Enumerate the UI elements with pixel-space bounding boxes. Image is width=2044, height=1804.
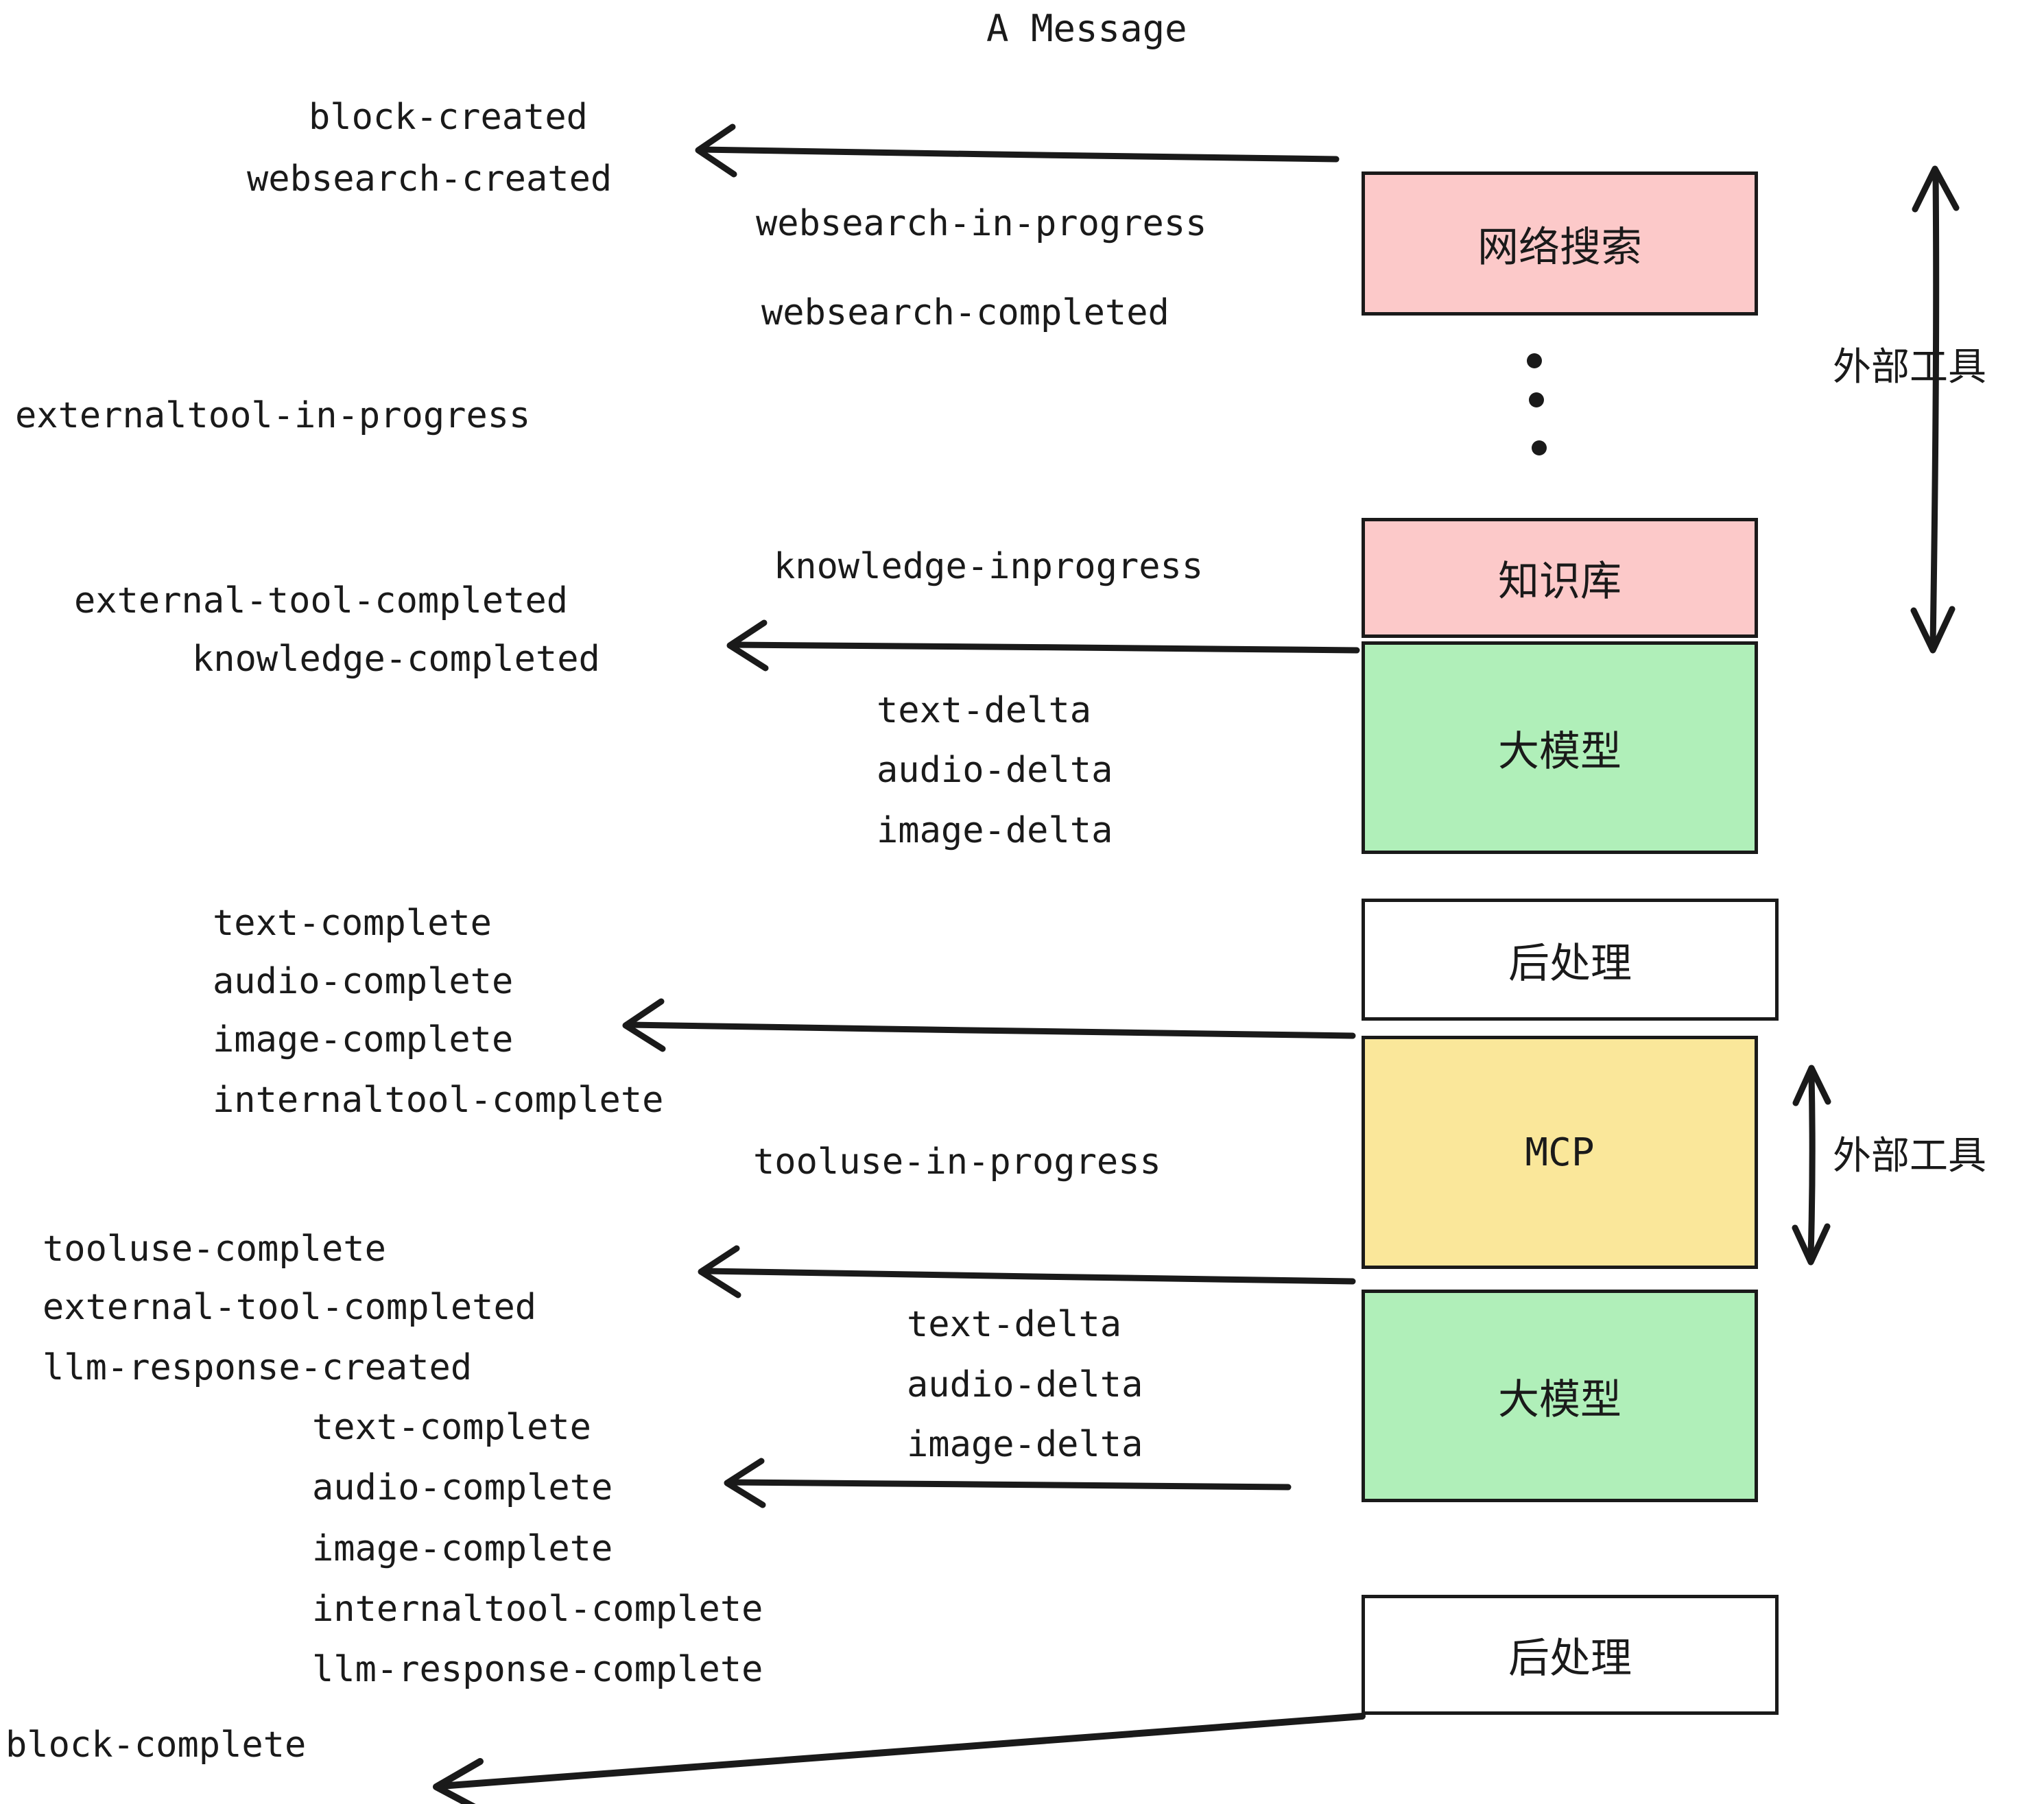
box-knowledge-label: 知识库: [1498, 558, 1621, 606]
box-postprocess-1[interactable]: 后处理: [1362, 899, 1779, 1021]
event-text-delta-1: text-delta: [877, 690, 1092, 731]
box-postprocess-2-label: 后处理: [1508, 1635, 1632, 1683]
box-llm-2[interactable]: 大模型: [1362, 1290, 1758, 1502]
arrow-external-tools-top: [1910, 165, 1960, 654]
event-internaltool-complete-2: internaltool-complete: [312, 1589, 763, 1630]
event-audio-delta-1: audio-delta: [877, 750, 1113, 791]
event-knowledge-completed: knowledge-completed: [192, 639, 600, 680]
event-external-tool-completed-2: external-tool-completed: [43, 1287, 537, 1328]
box-websearch-label: 网络搜索: [1477, 223, 1642, 272]
box-knowledge[interactable]: 知识库: [1362, 518, 1758, 638]
event-text-complete-2: text-complete: [312, 1407, 591, 1448]
ellipsis-dot: [1527, 353, 1542, 368]
event-tooluse-complete: tooluse-complete: [43, 1229, 386, 1270]
box-llm-2-label: 大模型: [1498, 1375, 1621, 1424]
arrow-postprocess-to-image-complete: [622, 998, 1356, 1052]
event-knowledge-inprogress: knowledge-inprogress: [774, 546, 1204, 587]
page-title: A Message: [986, 7, 1187, 50]
event-image-complete-1: image-complete: [213, 1019, 514, 1060]
event-tooluse-in-progress: tooluse-in-progress: [753, 1141, 1161, 1183]
event-block-created: block-created: [309, 97, 588, 138]
side-label-external-tools-bottom: 外部工具: [1833, 1134, 1986, 1178]
event-websearch-created: websearch-created: [247, 158, 613, 200]
arrow-external-tools-bottom: [1792, 1065, 1831, 1266]
event-text-delta-2: text-delta: [907, 1304, 1122, 1345]
event-internaltool-complete-1: internaltool-complete: [213, 1080, 664, 1121]
event-audio-complete-2: audio-complete: [312, 1467, 613, 1508]
event-text-complete-1: text-complete: [213, 903, 492, 944]
event-websearch-completed: websearch-completed: [761, 292, 1169, 333]
event-external-tool-completed-1: external-tool-completed: [74, 580, 569, 621]
arrow-knowledge-to-events: [726, 619, 1360, 672]
ellipsis-dot: [1529, 392, 1544, 407]
arrow-mcp-to-tooluse-complete: [698, 1245, 1356, 1298]
arrow-llm2-to-audio-complete: [724, 1458, 1292, 1508]
event-llm-response-complete: llm-response-complete: [312, 1649, 763, 1690]
box-mcp-label: MCP: [1525, 1130, 1595, 1175]
box-postprocess-2[interactable]: 后处理: [1362, 1595, 1779, 1715]
event-image-delta-2: image-delta: [907, 1424, 1143, 1465]
side-label-external-tools-top: 外部工具: [1833, 345, 1986, 390]
event-audio-complete-1: audio-complete: [213, 961, 514, 1002]
box-mcp[interactable]: MCP: [1362, 1036, 1758, 1269]
box-postprocess-1-label: 后处理: [1508, 939, 1632, 988]
event-externaltool-in-progress: externaltool-in-progress: [15, 395, 531, 436]
event-image-complete-2: image-complete: [312, 1528, 613, 1569]
arrow-websearch-to-events: [695, 123, 1340, 178]
event-websearch-in-progress: websearch-in-progress: [756, 203, 1207, 244]
ellipsis-dot: [1532, 440, 1547, 455]
event-audio-delta-2: audio-delta: [907, 1364, 1143, 1405]
event-block-complete: block-complete: [5, 1724, 307, 1766]
box-websearch[interactable]: 网络搜索: [1362, 171, 1758, 316]
box-llm-1[interactable]: 大模型: [1362, 641, 1758, 854]
arrow-postprocess2-to-block-complete: [433, 1713, 1366, 1804]
event-llm-response-created: llm-response-created: [43, 1347, 473, 1388]
event-image-delta-1: image-delta: [877, 810, 1113, 851]
box-llm-1-label: 大模型: [1498, 727, 1621, 776]
